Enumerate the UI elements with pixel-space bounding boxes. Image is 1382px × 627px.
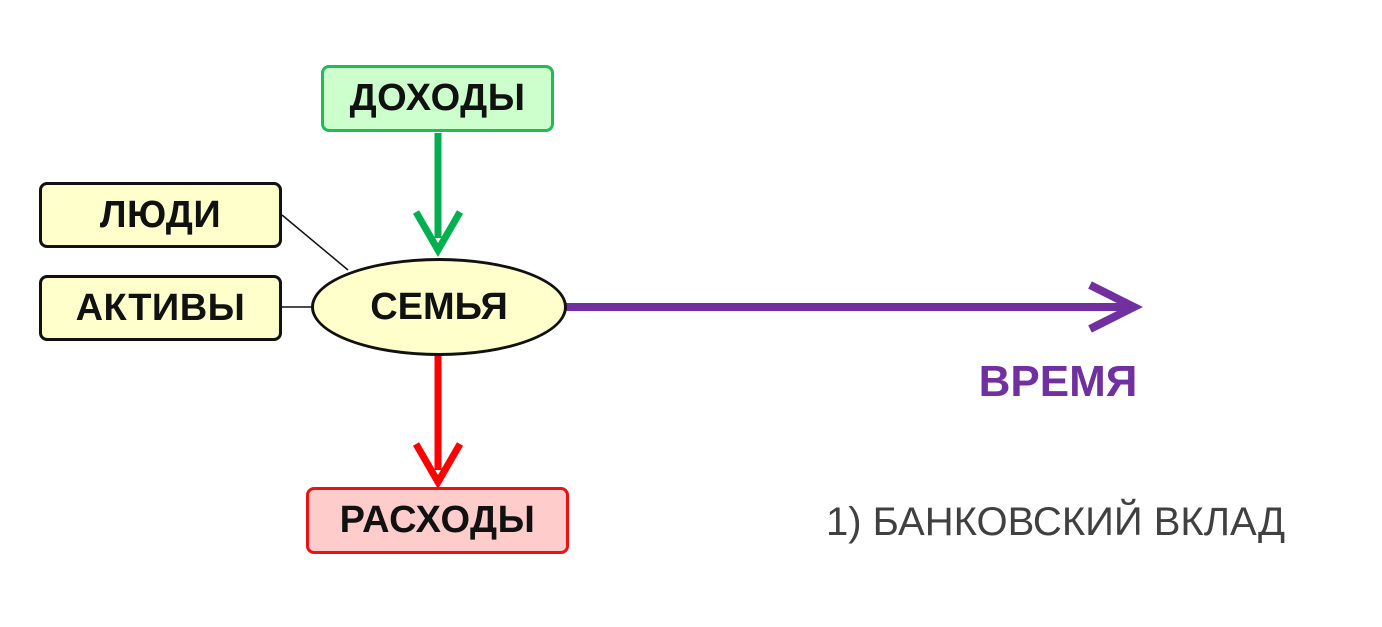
expenses-label: РАСХОДЫ: [339, 499, 536, 541]
expenses-arrow: [412, 356, 464, 489]
people-label: ЛЮДИ: [99, 193, 222, 236]
income-arrow: [412, 133, 464, 257]
assets-label: АКТИВЫ: [75, 286, 246, 329]
time-arrow: [566, 281, 1143, 333]
family-node: СЕМЬЯ: [311, 258, 567, 356]
time-label: ВРЕМЯ: [978, 357, 1138, 406]
people-connector-line: [281, 214, 349, 271]
expenses-box: РАСХОДЫ: [306, 487, 569, 554]
caption-text: 1) БАНКОВСКИЙ ВКЛАД: [826, 499, 1286, 544]
income-box: ДОХОДЫ: [321, 65, 554, 132]
assets-box: АКТИВЫ: [39, 275, 282, 341]
income-label: ДОХОДЫ: [349, 77, 526, 119]
family-label: СЕМЬЯ: [370, 285, 508, 328]
people-box: ЛЮДИ: [39, 182, 282, 248]
